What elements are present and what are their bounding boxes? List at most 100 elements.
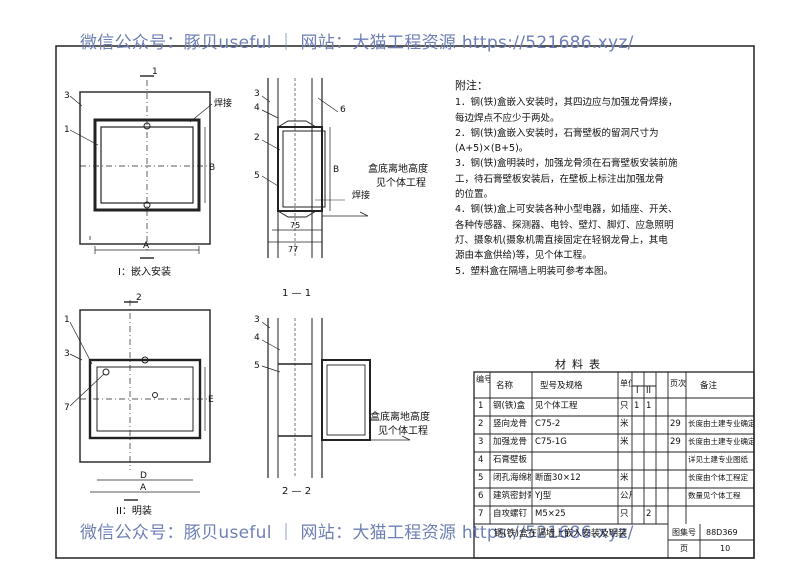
sheet-border	[55, 45, 755, 559]
view2-callout-3: 3	[64, 349, 70, 359]
mt-header-remark: 备注	[700, 381, 718, 391]
view1-elevation	[69, 75, 213, 259]
mt-row-3-name: 加强龙骨	[493, 437, 528, 447]
mt-row-5-spec: 断面30×12	[535, 473, 581, 483]
mt-row-5-remark: 长度由个体工程定	[688, 473, 748, 482]
title-block-page-value: 10	[720, 544, 731, 553]
note-line: 2．钢(铁)盒嵌入安装时，石膏壁板的留洞尺寸为	[455, 127, 659, 139]
view1-caption: I：嵌入安装	[118, 265, 171, 278]
mt-row-2-id: 2	[478, 419, 484, 429]
mt-row-2-page: 29	[670, 419, 681, 429]
section11-dim-77-label: 77	[288, 245, 298, 254]
mt-row-1-id: 1	[478, 401, 484, 411]
mt-row-1-qty-2: 1	[646, 401, 652, 411]
note-line: 源由本盒供给)等，见个体工程。	[455, 250, 592, 262]
section11-caption: 1 — 1	[282, 288, 311, 299]
mt-row-2-remark: 长度由土建专业确定	[688, 419, 754, 428]
materials-title: 材料表	[555, 358, 606, 371]
note-line: 1．钢(铁)盒嵌入安装时，其四边应与加强龙骨焊接，	[455, 97, 678, 109]
section22-callout-5: 5	[254, 361, 260, 371]
section11-box	[277, 126, 323, 212]
mt-row-7-name: 自攻螺钉	[493, 509, 528, 519]
section11-dim-75-label: 75	[290, 221, 300, 230]
mt-row-7-qty-2: 2	[646, 509, 652, 519]
section11-drawing	[261, 78, 369, 258]
section22-callout-3: 3	[254, 315, 260, 325]
mt-row-4-id: 4	[478, 455, 484, 465]
mt-header-page: 页次	[670, 379, 686, 388]
note-line: 4．钢(铁)盒上可安装各种小型电器，如插座、开关、	[455, 204, 678, 216]
section11-height-note-2: 见个体工程	[376, 177, 426, 189]
view2-dim-e-label: E	[208, 395, 214, 405]
mt-header-qty-2: II	[646, 386, 652, 396]
view1-dim-a-label: A	[143, 241, 150, 251]
section22-drawing	[261, 318, 411, 478]
section22-height-note-1: 盒底离地高度	[370, 410, 430, 423]
mt-row-6-id: 6	[478, 491, 484, 501]
notes-heading: 附注：	[455, 79, 488, 92]
mt-row-4-remark: 详见土建专业图纸	[688, 455, 748, 464]
view1-box-outline	[100, 126, 194, 204]
note-line: 5．塑料盒在隔墙上明装可参考本图。	[455, 265, 614, 277]
note-line: 的位置。	[455, 189, 494, 201]
mt-row-7-spec: M5×25	[535, 509, 566, 519]
mt-row-2-unit: 米	[620, 419, 629, 429]
mt-row-6-unit: 公斤	[620, 491, 632, 501]
title-block-title: 钢(铁)盒在隔墙上嵌入安装及明装	[494, 529, 628, 539]
mt-row-2-spec: C75-2	[535, 419, 561, 429]
mt-header-spec: 型号及规格	[540, 381, 583, 391]
view2-dim-a-label: A	[140, 483, 147, 493]
mt-header-name: 名称	[496, 381, 514, 391]
view1-callout-3: 3	[64, 91, 70, 101]
section22-box-inner	[326, 364, 366, 436]
view2-screw-hole-center	[152, 392, 158, 398]
section22-box	[321, 359, 371, 441]
mt-row-5-name: 闭孔海绵橡胶条	[493, 473, 531, 483]
mt-header-unit: 单位	[620, 379, 632, 388]
mt-row-7-id: 7	[478, 509, 484, 519]
title-block-atlas-value: 88D369	[706, 528, 738, 537]
mt-row-4-name: 石膏壁板	[493, 455, 528, 465]
mt-header-qty-1: I	[636, 386, 639, 396]
watermark-top: 微信公众号：豚贝useful ｜ 网站：大猫工程资源 https://52168…	[80, 33, 634, 53]
mt-row-2-name: 竖向龙骨	[493, 419, 528, 429]
mt-row-1-name: 钢(铁)盒	[493, 401, 526, 411]
section11-dim-b-label: B	[333, 165, 339, 175]
section11-height-note-1: 盒底离地高度	[368, 162, 428, 175]
section22-caption: 2 — 2	[282, 486, 311, 497]
view1-dim-b-label: B	[209, 163, 215, 173]
view1-wall-panel	[79, 91, 211, 245]
mt-row-1-qty-1: 1	[634, 401, 640, 411]
mt-row-6-name: 建筑密封膏	[493, 491, 531, 501]
view1-callout-1: 1	[64, 125, 70, 135]
note-line: 每边焊点不应少于两处。	[455, 112, 560, 124]
view1-weld-label: 焊接	[214, 97, 232, 109]
section11-callout-6: 6	[340, 105, 346, 115]
note-line: (A+5)×(B+5)。	[455, 143, 529, 155]
mt-row-6-remark: 数量见个体工程	[688, 491, 741, 500]
section11-callout-5: 5	[254, 171, 260, 181]
notes-block: 附注： 1．钢(铁)盒嵌入安装时，其四边应与加强龙骨焊接， 每边焊点不应少于两处…	[455, 78, 755, 279]
mt-row-1-spec: 见个体工程	[535, 401, 578, 411]
mt-row-5-id: 5	[478, 473, 484, 483]
note-line: 各种传感器、探测器、电铃、壁灯、脚灯、应急照明	[455, 219, 674, 231]
view2-elevation	[69, 300, 211, 501]
section22-callout-4: 4	[254, 333, 260, 343]
note-line: 工，待石膏壁板安装后，在壁板上标注出加强龙骨	[455, 173, 665, 185]
mt-row-1-unit: 只	[620, 401, 629, 411]
view2-caption: II：明装	[116, 504, 152, 517]
section11-weld-label: 焊接	[352, 189, 370, 201]
mt-row-6-spec: YJ型	[535, 491, 552, 501]
title-block-atlas-label: 图集号	[672, 528, 696, 537]
view2-dim-d-label: D	[140, 471, 147, 481]
mt-row-3-id: 3	[478, 437, 484, 447]
title-block-page-label: 页	[680, 544, 688, 553]
mt-row-3-page: 29	[670, 437, 681, 447]
mt-row-3-unit: 米	[620, 437, 629, 447]
mt-header-id: 编号	[476, 375, 490, 384]
section22-height-note-2: 见个体工程	[378, 425, 428, 437]
section11-box-inner	[282, 130, 326, 208]
view1-section-mark: 1	[152, 67, 158, 77]
